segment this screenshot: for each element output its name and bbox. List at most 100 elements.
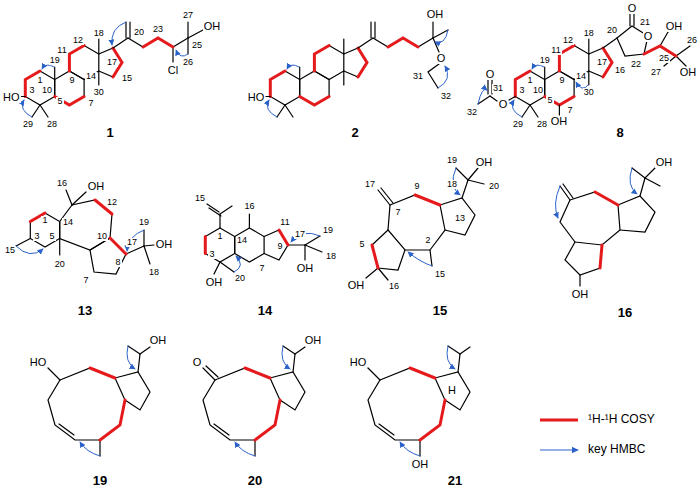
atom-number: 5 [358, 240, 365, 249]
atom-number: 5 [48, 232, 55, 241]
atom-number: 1 [526, 76, 533, 85]
atom-label: Cl [167, 65, 179, 76]
structure [366, 168, 484, 280]
compound-number: 8 [615, 126, 624, 139]
atom-number: 18 [93, 29, 105, 38]
atom-label: O [485, 69, 496, 80]
atom-number: 32 [440, 92, 452, 101]
structure [478, 14, 690, 117]
atom-number: 11 [279, 218, 290, 227]
atom-number: 27 [650, 68, 662, 77]
atom-number: 12 [106, 198, 118, 207]
atom-number: 21 [639, 18, 651, 27]
atom-number: 20 [54, 260, 66, 269]
compound-number: 20 [247, 474, 263, 487]
compound-number: 21 [447, 474, 463, 487]
compound-number: 1 [105, 126, 114, 139]
atom-number: 8 [114, 258, 121, 267]
atom-number: 14 [62, 218, 74, 227]
structure [205, 204, 322, 274]
atom-number: 3 [33, 232, 40, 241]
atom-number: 30 [583, 88, 595, 97]
atom-number: 29 [22, 120, 34, 129]
atom-number: 19 [446, 156, 458, 165]
atom-label: O [643, 31, 654, 42]
atom-number: 7 [82, 276, 89, 285]
atom-number: 16 [388, 282, 400, 291]
atom-number: 3 [28, 86, 35, 95]
atom-number: 3 [208, 250, 215, 259]
atom-number: 27 [182, 11, 194, 20]
atom-number: 1 [216, 232, 223, 241]
atom-number: 18 [148, 268, 160, 277]
atom-number: 25 [658, 54, 670, 63]
legend-sample [540, 420, 578, 450]
atom-number: 18 [325, 252, 337, 261]
atom-number: 20 [606, 26, 618, 35]
atom-label: OH [347, 280, 366, 291]
atom-number: 9 [68, 76, 75, 85]
atom-number: 11 [550, 46, 561, 55]
atom-label: OH [665, 21, 684, 32]
atom-label: HO [247, 92, 266, 103]
atom-label: OH [655, 157, 674, 168]
atom-number: 15 [194, 194, 206, 203]
atom-number: 20 [234, 274, 246, 283]
compound-number: 2 [350, 126, 359, 139]
atom-number: 17 [596, 58, 608, 67]
atom-label: OH [475, 157, 494, 168]
atom-label: OH [550, 116, 569, 127]
atom-number: 28 [536, 120, 548, 129]
atom-number: 9 [276, 242, 283, 251]
atom-label: O [192, 357, 203, 368]
atom-number: 32 [466, 108, 478, 117]
atom-number: 16 [56, 179, 68, 188]
atom-label: HO [349, 357, 368, 368]
atom-number: 9 [558, 76, 565, 85]
atom-number: 14 [236, 236, 248, 245]
compound-number: 13 [77, 304, 93, 317]
atom-number: 26 [182, 58, 194, 67]
atom-number: 14 [575, 72, 587, 81]
atom-number: 18 [583, 29, 595, 38]
compound-number: 14 [257, 304, 273, 317]
atom-number: 14 [85, 72, 97, 81]
atom-number: 18 [446, 180, 458, 189]
structure [368, 346, 470, 456]
atom-number: 15 [4, 246, 16, 255]
atom-number: 5 [56, 97, 63, 106]
atom-label: OH [426, 9, 445, 20]
atom-number: 7 [566, 106, 573, 115]
atom-number: 17 [294, 230, 306, 239]
atom-number: 26 [686, 36, 698, 45]
atom-number: 13 [454, 214, 466, 223]
atom-number: 10 [532, 86, 544, 95]
atom-number: 29 [512, 120, 524, 129]
structure [266, 22, 448, 117]
atom-number: 15 [434, 270, 446, 279]
atom-number: 7 [258, 264, 265, 273]
atom-number: 10 [96, 232, 108, 241]
atom-number: 19 [138, 218, 150, 227]
compound-number: 19 [92, 474, 108, 487]
structure [16, 190, 154, 274]
compound-number: 15 [432, 304, 448, 317]
atom-label: O [498, 99, 509, 110]
atom-label: H [447, 385, 457, 396]
atom-label: OH [203, 21, 222, 32]
atom-number: 12 [72, 36, 84, 45]
atom-label: OH [679, 67, 698, 78]
structure [21, 22, 203, 117]
atom-number: 11 [56, 46, 67, 55]
atom-number: 30 [93, 88, 105, 97]
atom-number: 28 [46, 120, 58, 129]
atom-label: OH [87, 181, 106, 192]
atom-number: 12 [562, 36, 574, 45]
structure [555, 168, 660, 286]
atom-label: OH [149, 335, 168, 346]
atom-label: HO [2, 92, 21, 103]
atom-number: 7 [394, 208, 401, 217]
atom-label: O [436, 53, 447, 64]
atom-label: O [627, 3, 638, 14]
